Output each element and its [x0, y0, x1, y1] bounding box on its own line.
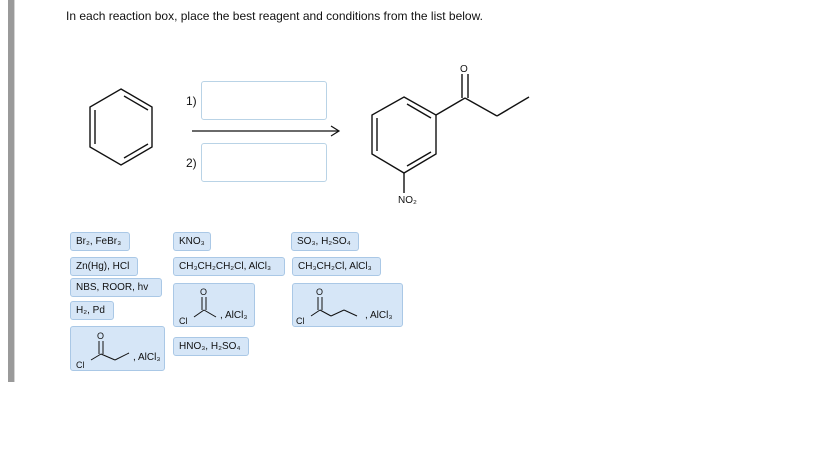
reagent-butanoyl-chloride-alcl3[interactable]: O Cl , AlCl₃: [292, 283, 403, 327]
reagent-hno3-h2so4[interactable]: HNO₃, H₂SO₄: [173, 337, 249, 356]
reagent-kno3[interactable]: KNO₃: [173, 232, 211, 251]
reagent-propyl-chloride-alcl3[interactable]: CH₃CH₂CH₂Cl, AlCl₃: [173, 257, 285, 276]
svg-text:Cl: Cl: [76, 360, 85, 370]
svg-text:Cl: Cl: [296, 316, 305, 326]
reagent-nbs-roor-hv[interactable]: NBS, ROOR, hv: [70, 278, 162, 297]
panel-border: [14, 0, 15, 382]
reaction-box-2[interactable]: [201, 143, 327, 182]
reagent-propanoyl-chloride-alcl3[interactable]: O Cl , AlCl₃: [70, 326, 165, 371]
instruction-text: In each reaction box, place the best rea…: [66, 9, 483, 23]
svg-text:O: O: [97, 331, 104, 341]
reagent-ethyl-chloride-alcl3[interactable]: CH₃CH₂Cl, AlCl₃: [292, 257, 381, 276]
nitro-group-label: NO₂: [398, 195, 417, 206]
acetyl-chloride-structure: O Cl: [179, 287, 217, 326]
benzene-structure: [89, 88, 153, 166]
step-1-label: 1): [186, 94, 197, 108]
propanoyl-chloride-alcl3-label: , AlCl₃: [133, 352, 161, 363]
reaction-arrow: [192, 125, 341, 137]
svg-text:Cl: Cl: [179, 316, 188, 326]
butanoyl-chloride-structure: O Cl: [296, 287, 358, 326]
reagent-so3-h2so4[interactable]: SO₃, H₂SO₄: [291, 232, 359, 251]
reagent-acetyl-chloride-alcl3[interactable]: O Cl , AlCl₃: [173, 283, 255, 327]
product-structure: [371, 74, 530, 193]
butanoyl-chloride-alcl3-label: , AlCl₃: [365, 310, 393, 321]
svg-text:O: O: [316, 287, 323, 297]
acetyl-chloride-alcl3-label: , AlCl₃: [220, 310, 248, 321]
reagent-zn-hg-hcl[interactable]: Zn(Hg), HCl: [70, 257, 138, 276]
reagent-br2-febr3[interactable]: Br₂, FeBr₃: [70, 232, 130, 251]
carbonyl-oxygen-label: O: [460, 64, 468, 75]
reagent-h2-pd[interactable]: H₂, Pd: [70, 301, 114, 320]
step-2-label: 2): [186, 156, 197, 170]
propanoyl-chloride-structure: O Cl: [76, 331, 130, 370]
reaction-box-1[interactable]: [201, 81, 327, 120]
svg-text:O: O: [200, 287, 207, 297]
